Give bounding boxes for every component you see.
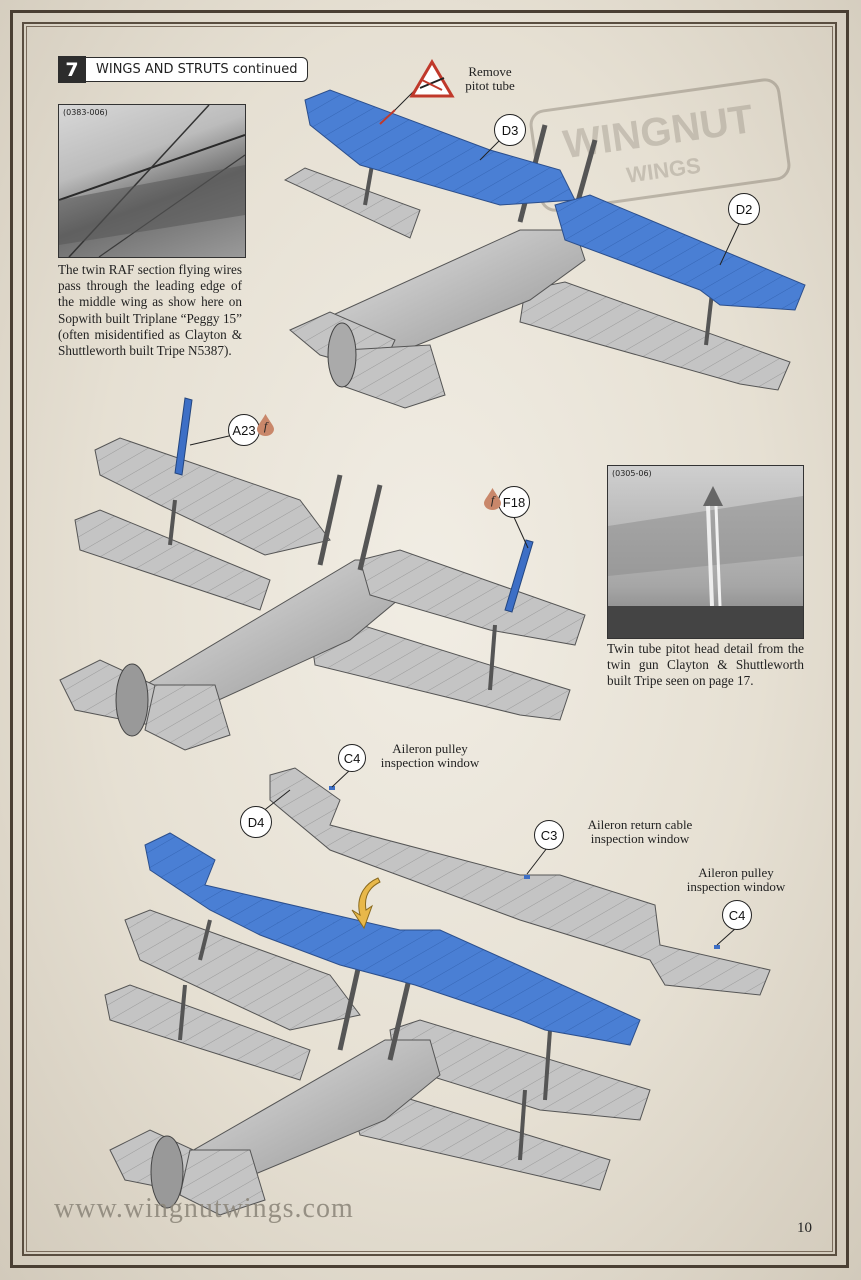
note-aileron-return-cable: Aileron return cable inspection window	[587, 817, 693, 846]
page-border-inner-fine	[26, 26, 833, 1252]
inspection-window	[714, 945, 720, 949]
remove-pitot-note: Remove pitot tube	[465, 64, 515, 93]
triplane-bottom-assembly	[104, 767, 771, 1216]
paint-code: f	[490, 493, 495, 507]
callout-f18: F18	[498, 486, 530, 518]
callout-c4-right: C4	[722, 900, 752, 930]
callout-leaders	[189, 86, 741, 946]
photo-caption: The twin RAF section flying wires pass t…	[58, 262, 242, 359]
paint-code: f	[263, 419, 268, 433]
callout-d2: D2	[728, 193, 760, 225]
insert-arrow-icon	[351, 877, 381, 930]
page-border-inner	[22, 22, 837, 1256]
strut-f18	[504, 539, 534, 613]
website-watermark: www.wingnutwings.com	[54, 1193, 354, 1224]
inspection-window	[524, 875, 530, 879]
callout-c4-top: C4	[338, 744, 366, 772]
triplane-middle-assembly	[59, 397, 586, 751]
page-border-outer	[10, 10, 849, 1268]
paint-reference-drop: f	[484, 488, 501, 510]
photo-id: (0383-006)	[63, 108, 108, 117]
step-title: WINGS AND STRUTS continued	[86, 57, 309, 82]
paint-reference-drop: f	[257, 414, 274, 436]
callout-c3: C3	[534, 820, 564, 850]
pitot-tube	[379, 109, 396, 125]
callout-d3: D3	[494, 114, 526, 146]
callout-d4: D4	[240, 806, 272, 838]
photo-wires-detail	[59, 105, 245, 257]
step-header: 7 WINGS AND STRUTS continued	[58, 56, 309, 83]
reference-photo-pitot: (0305-06)	[607, 465, 804, 639]
paint-drop-icon	[257, 414, 274, 436]
photo-pitot-detail	[608, 486, 803, 638]
paint-drop-icon	[484, 488, 501, 510]
step-number: 7	[58, 56, 86, 83]
photo-id: (0305-06)	[612, 469, 652, 478]
note-aileron-pulley-top: Aileron pulley inspection window	[380, 741, 480, 770]
page-number: 10	[797, 1220, 812, 1236]
inspection-window	[329, 786, 335, 790]
strut-a23	[174, 397, 193, 476]
remove-warning-icon	[409, 59, 455, 98]
callout-a23: A23	[228, 414, 260, 446]
note-aileron-pulley-right: Aileron pulley inspection window	[686, 865, 786, 894]
triplane-top-assembly	[283, 89, 806, 409]
photo-caption: Twin tube pitot head detail from the twi…	[607, 641, 804, 689]
reference-photo-wires: (0383-006)	[58, 104, 246, 258]
